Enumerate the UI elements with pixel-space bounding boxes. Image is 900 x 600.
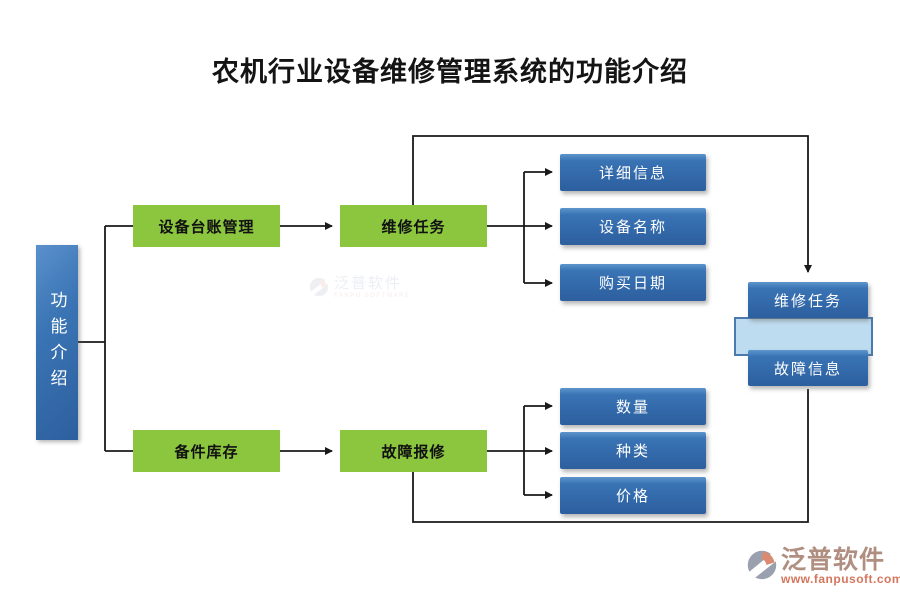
page-title: 农机行业设备维修管理系统的功能介绍 — [212, 57, 688, 87]
fanpu-logo-icon — [309, 277, 329, 297]
node-purchase-date: 购买日期 — [560, 264, 706, 301]
watermark-name: 泛普软件 — [334, 275, 403, 292]
watermark-subtext: FANPU SOFTWARE — [334, 293, 411, 299]
line-fault-to-fault-info — [412, 389, 809, 523]
node-maintenance-task: 维修任务 — [340, 205, 487, 247]
node-category: 种类 — [560, 432, 706, 469]
node-detail-info: 详细信息 — [560, 154, 706, 191]
node-maintenance-task-right: 维修任务 — [748, 282, 868, 318]
node-spare-parts-inventory: 备件库存 — [133, 430, 280, 472]
footer-logo: 泛普软件 www.fanpusoft.com — [746, 547, 900, 586]
watermark-center: 泛普软件 FANPU SOFTWARE — [308, 276, 410, 300]
node-fault-info: 故障信息 — [748, 350, 868, 386]
node-equipment-name: 设备名称 — [560, 208, 706, 245]
node-quantity: 数量 — [560, 388, 706, 425]
root-node-function-intro: 功能介绍 — [36, 245, 78, 440]
arrow-task-to-right-group — [412, 135, 812, 273]
node-price: 价格 — [560, 477, 706, 514]
node-equipment-ledger: 设备台账管理 — [133, 205, 280, 247]
footer-logo-name: 泛普软件 — [781, 547, 886, 574]
node-fault-report: 故障报修 — [340, 430, 487, 472]
footer-logo-url: www.fanpusoft.com — [781, 572, 900, 586]
fanpu-footer-logo-icon — [747, 550, 778, 580]
